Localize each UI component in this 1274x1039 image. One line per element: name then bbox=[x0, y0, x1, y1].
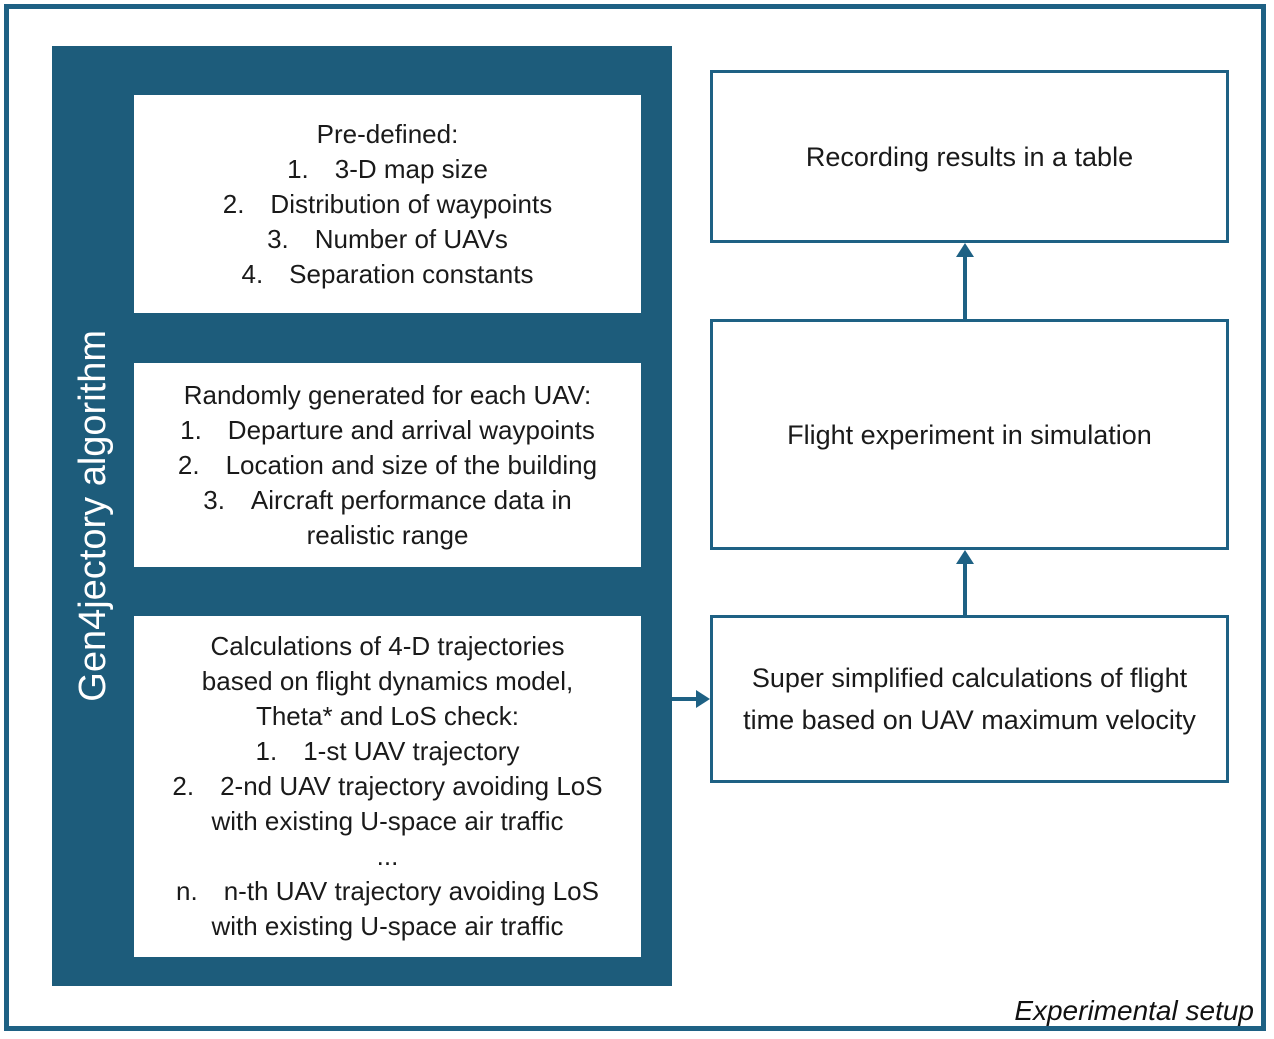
random-generation-box: Randomly generated for each UAV: 1. Depa… bbox=[134, 363, 641, 567]
flight-experiment-label: Flight experiment in simulation bbox=[787, 419, 1152, 450]
arrowhead-up-icon bbox=[956, 550, 974, 564]
recording-results-label: Recording results in a table bbox=[805, 141, 1134, 172]
algorithm-label-strip: Gen4jectory algorithm bbox=[52, 46, 134, 986]
flight-time-calculation-box: Super simplified calculations of flight … bbox=[710, 615, 1229, 783]
arrow-line bbox=[672, 697, 698, 701]
arrowhead-up-icon bbox=[956, 243, 974, 257]
arrowhead-right-icon bbox=[696, 690, 710, 708]
arrow-line bbox=[963, 561, 967, 615]
random-generation-text: Randomly generated for each UAV: 1. Depa… bbox=[177, 379, 598, 550]
trajectory-calculations-box: Calculations of 4-D trajectories based o… bbox=[134, 616, 641, 957]
arrow-line bbox=[963, 254, 967, 319]
recording-results-box: Recording results in a table bbox=[710, 70, 1229, 243]
trajectory-calculations-text: Calculations of 4-D trajectories based o… bbox=[172, 631, 603, 941]
predefined-inputs-box: Pre-defined: 1. 3-D map size 2. Distribu… bbox=[134, 95, 641, 313]
diagram-border bbox=[4, 4, 1266, 1031]
predefined-inputs-text: Pre-defined: 1. 3-D map size 2. Distribu… bbox=[222, 118, 553, 289]
gen4jectory-algorithm-label: Gen4jectory algorithm bbox=[71, 330, 114, 702]
diagram-caption: Experimental setup bbox=[1014, 995, 1254, 1026]
flight-time-calculation-text: Super simplified calculations of flight … bbox=[743, 663, 1196, 735]
flight-experiment-box: Flight experiment in simulation bbox=[710, 319, 1229, 550]
